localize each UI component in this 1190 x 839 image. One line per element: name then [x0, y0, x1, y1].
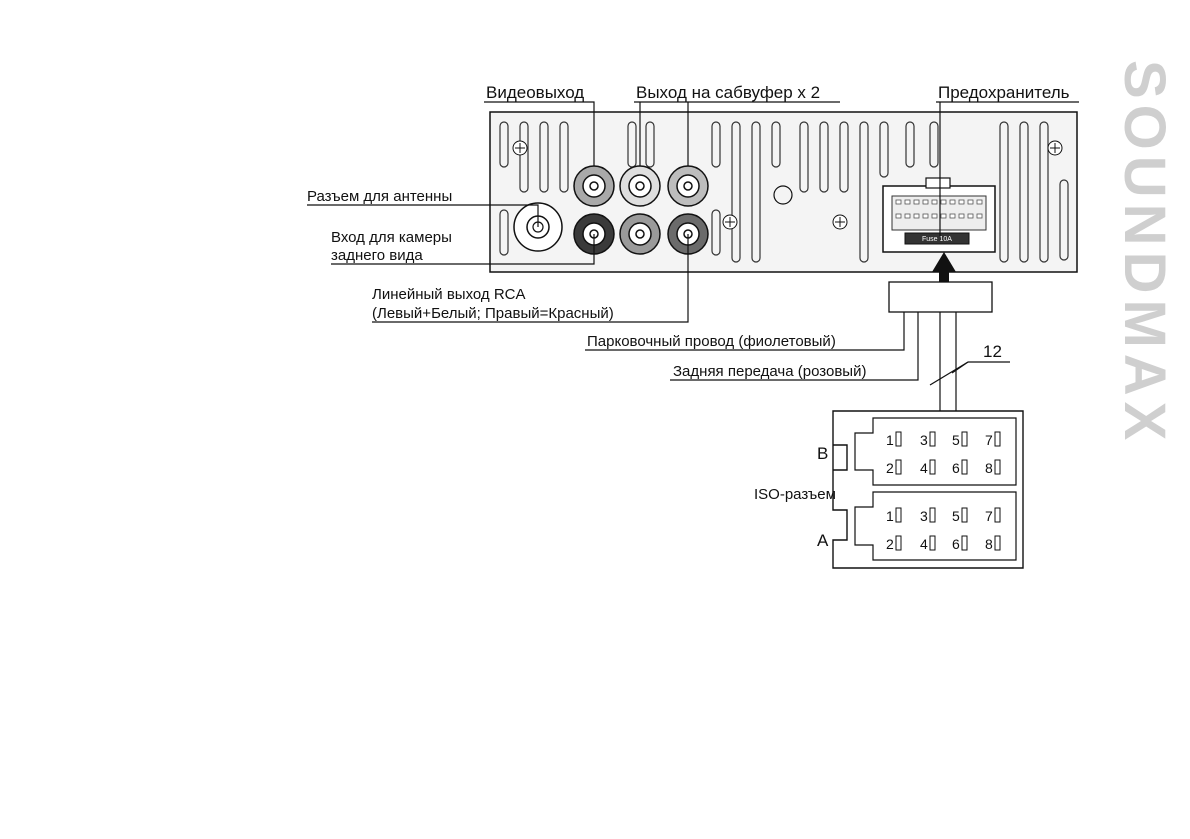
label-block-a: A [817, 531, 829, 550]
diagram-labels: Видеовыход Выход на сабвуфер х 2 Предохр… [307, 83, 1070, 550]
label-video-out: Видеовыход [486, 83, 584, 102]
label-block-b: B [817, 444, 828, 463]
label-wire-count: 12 [983, 342, 1002, 361]
rca-line-left [619, 213, 661, 255]
pin-a-bottom-4: 4 [920, 536, 928, 552]
label-reverse-wire: Задняя передача (розовый) [673, 363, 866, 380]
iso-pin-contacts [895, 431, 1001, 551]
center-hole [773, 185, 793, 205]
rca-subwoofer [667, 165, 709, 207]
label-subwoofer-out: Выход на сабвуфер х 2 [636, 83, 820, 102]
pin-b-bottom-6: 6 [952, 460, 960, 476]
harness-plug [888, 281, 993, 313]
label-parking-wire: Парковочный провод (фиолетовый) [587, 333, 836, 350]
pin-b-bottom-2: 2 [886, 460, 894, 476]
brand-watermark: SOUNDMAX [1112, 60, 1177, 446]
fuse-holder [904, 232, 970, 245]
cooling-fins [499, 121, 1069, 263]
rca-video-out [573, 165, 615, 207]
pin-b-top-3: 3 [920, 432, 928, 448]
label-iso-connector: ISO-разъем [754, 486, 836, 503]
iso-pin-labels: 1 3 5 7 2 4 6 8 1 3 5 7 2 4 6 8 [886, 432, 993, 552]
wiring-harness [888, 281, 1010, 411]
screw-icon [512, 140, 1063, 230]
iso-block-a [854, 491, 1017, 561]
leader-lines [307, 101, 1079, 381]
pin-b-top-5: 5 [952, 432, 960, 448]
pin-a-top-5: 5 [952, 508, 960, 524]
label-rca-line1: Линейный выход RCA [372, 286, 526, 303]
rca-line-left-top [619, 165, 661, 207]
pin-a-top-3: 3 [920, 508, 928, 524]
pin-a-top-7: 7 [985, 508, 993, 524]
pin-b-bottom-4: 4 [920, 460, 928, 476]
iso-connector [832, 410, 1024, 569]
pin-a-bottom-8: 8 [985, 536, 993, 552]
label-camera-line2: заднего вида [331, 247, 423, 264]
pin-b-bottom-8: 8 [985, 460, 993, 476]
label-camera-line1: Вход для камеры [331, 229, 452, 246]
label-fuse: Предохранитель [938, 83, 1070, 102]
head-unit-rear-panel: Fuse 10A [489, 111, 1078, 273]
label-antenna: Разъем для антенны [307, 188, 452, 205]
main-connector: Fuse 10A [882, 177, 996, 253]
label-rca-line2: (Левый+Белый; Правый=Красный) [372, 305, 614, 322]
pin-a-bottom-6: 6 [952, 536, 960, 552]
pin-b-top-7: 7 [985, 432, 993, 448]
pin-b-top-1: 1 [886, 432, 894, 448]
iso-block-b [854, 417, 1017, 486]
fuse-marking: Fuse 10A [922, 236, 952, 243]
pin-a-bottom-2: 2 [886, 536, 894, 552]
pin-a-top-1: 1 [886, 508, 894, 524]
